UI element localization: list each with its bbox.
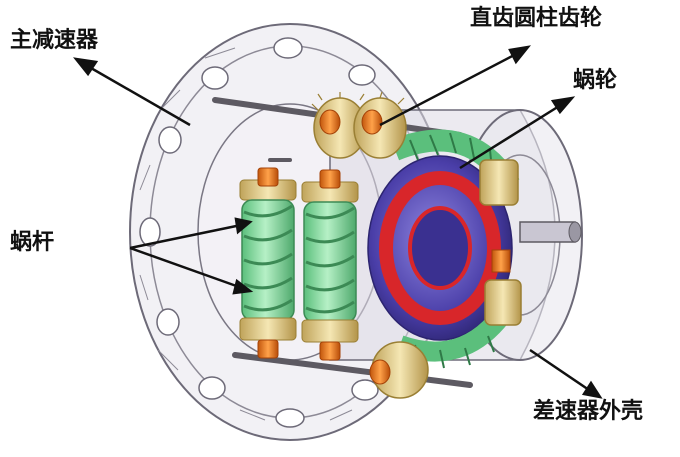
- top-spur-gear-pair: [311, 91, 407, 159]
- right-spur-gears: [479, 159, 522, 326]
- label-main-reducer: 主减速器: [10, 28, 99, 53]
- leader-arrows: [73, 45, 603, 399]
- bottom-spur-gear: [369, 341, 429, 399]
- worm-right: [301, 169, 359, 361]
- worm-columns: [239, 167, 359, 361]
- arrow-spur-gear: [379, 50, 521, 127]
- label-differential-housing: 差速器外壳: [533, 399, 644, 424]
- arrow-housing: [529, 348, 593, 394]
- arrow-main-reducer: [83, 62, 191, 127]
- worm-left: [239, 167, 297, 359]
- arrow-worm-wheel: [459, 101, 565, 170]
- label-worm: 蜗杆: [10, 230, 55, 255]
- arrow-worm: [129, 222, 247, 250]
- flange-bolt-holes: [139, 37, 379, 428]
- label-worm-wheel: 蜗轮: [573, 68, 618, 93]
- label-spur-gear: 直齿圆柱齿轮: [470, 6, 603, 31]
